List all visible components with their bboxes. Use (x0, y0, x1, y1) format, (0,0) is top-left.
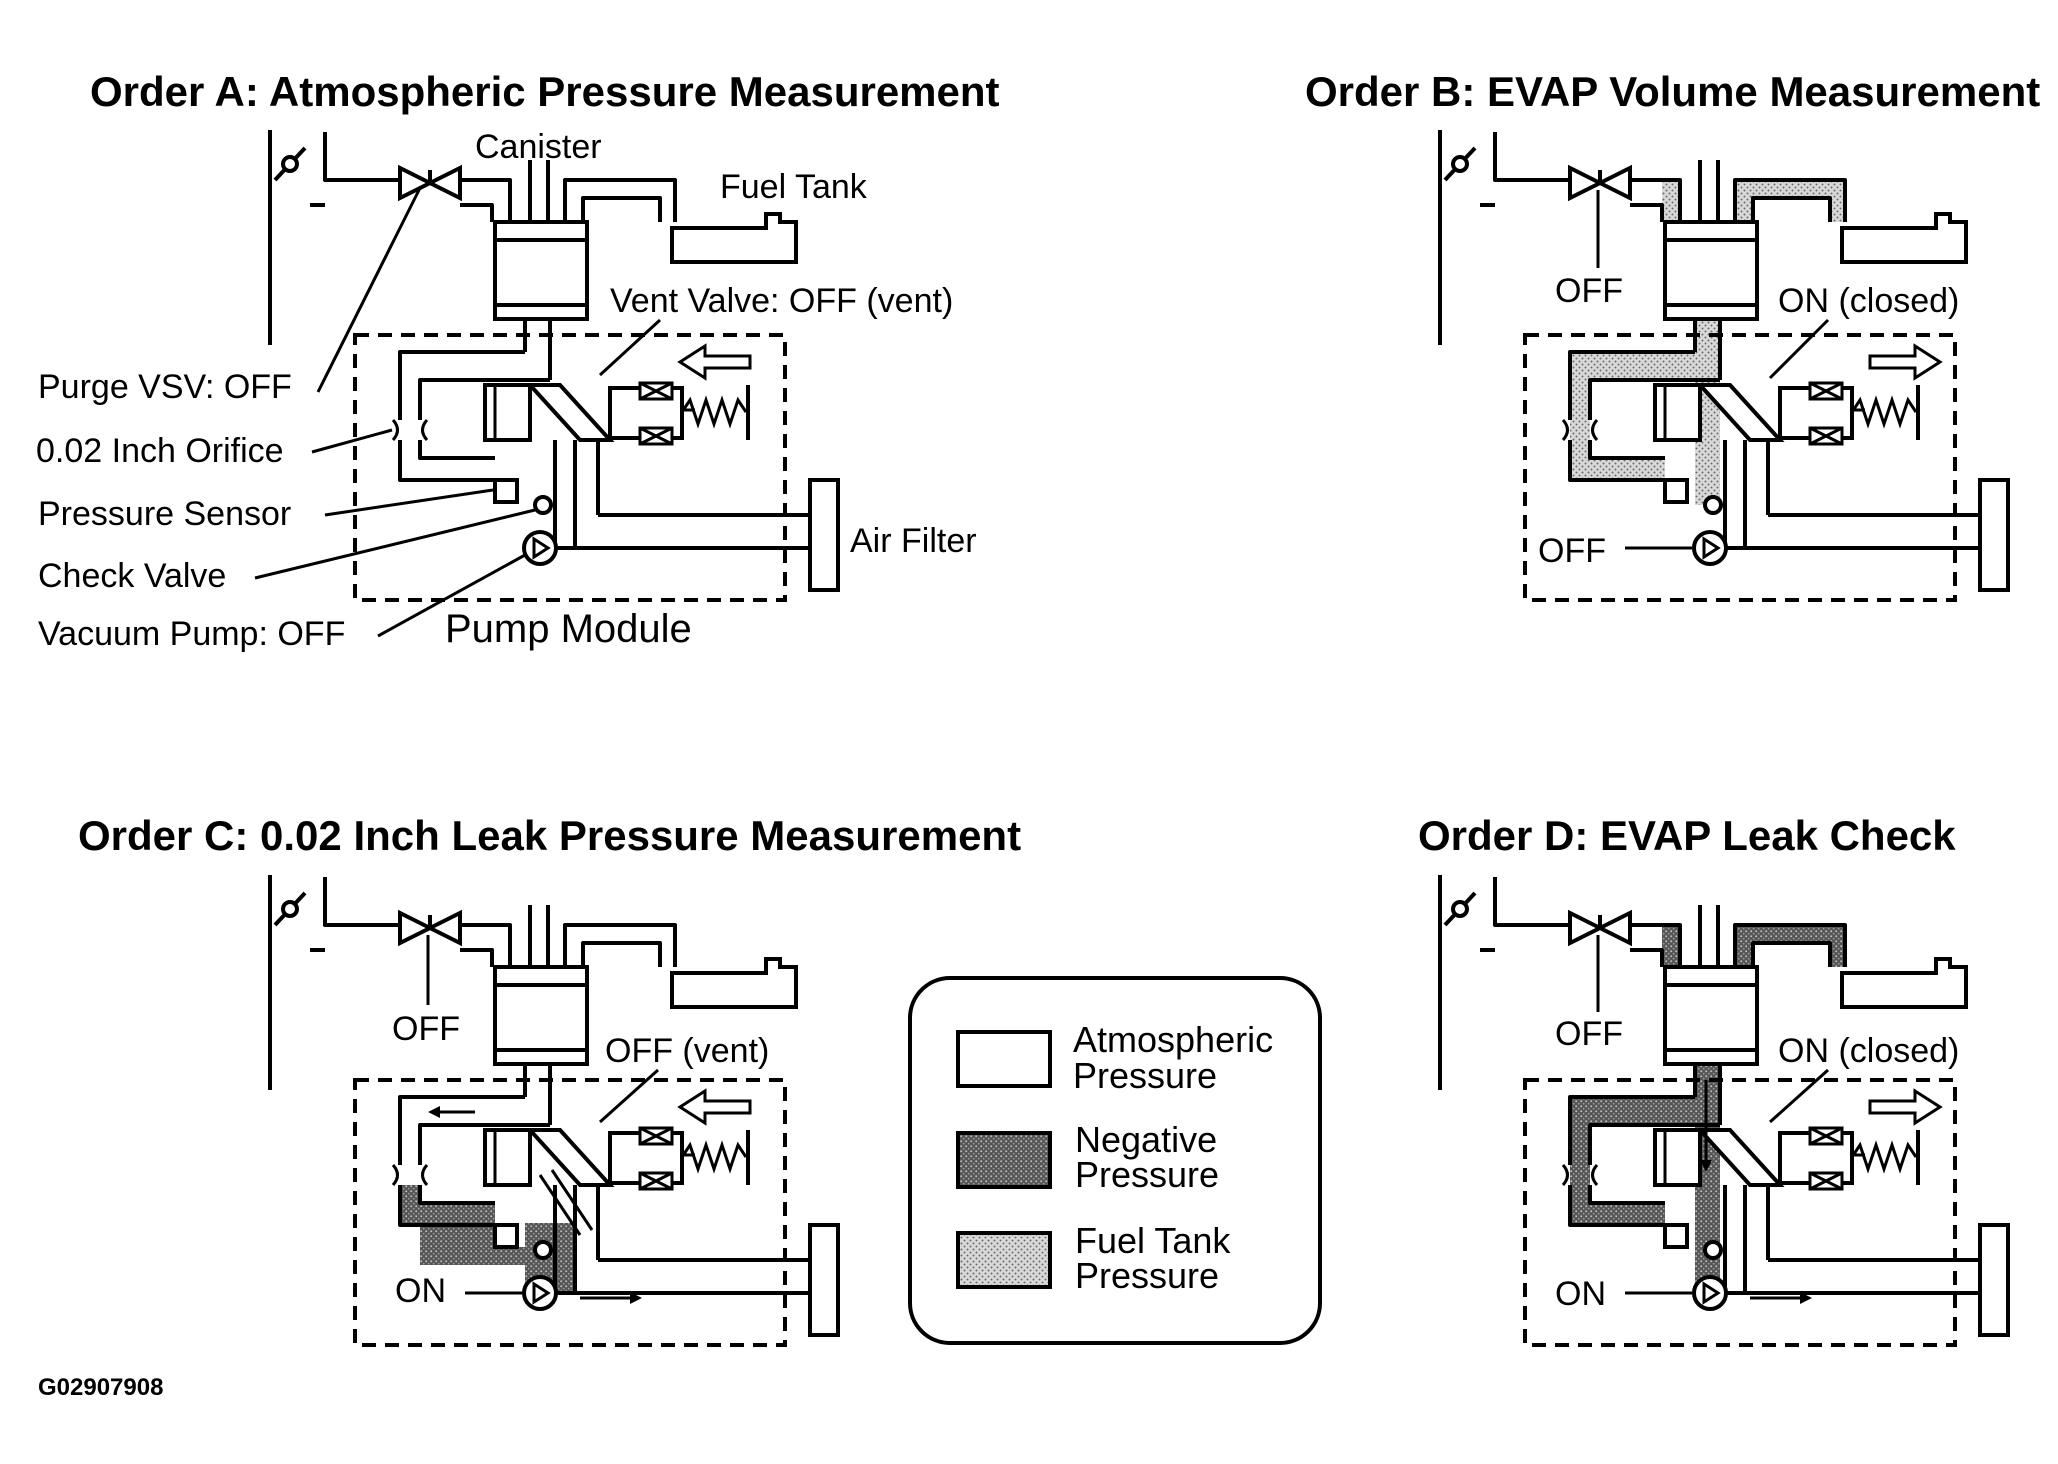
panel-b-purge-state: OFF (1555, 272, 1623, 310)
legend-fuel-tank-line1: Fuel Tank (1075, 1220, 1231, 1261)
legend-negative-line1: Negative (1075, 1119, 1217, 1160)
panel-c-title: Order C: 0.02 Inch Leak Pressure Measure… (78, 812, 1021, 859)
orifice-label: 0.02 Inch Orifice (36, 432, 284, 470)
panel-c-purge-state: OFF (392, 1010, 460, 1048)
legend-atmospheric-line1: Atmospheric (1073, 1019, 1273, 1060)
canister-label: Canister (475, 128, 602, 166)
panel-c-vent-state: OFF (vent) (605, 1032, 769, 1070)
atmospheric-swatch (956, 1030, 1052, 1088)
check-valve-label: Check Valve (38, 557, 226, 595)
panel-a-title: Order A: Atmospheric Pressure Measuremen… (90, 68, 1000, 115)
panel-d-title: Order D: EVAP Leak Check (1418, 812, 1956, 859)
purge-vsv-label: Purge VSV: OFF (38, 368, 292, 406)
legend-negative-line2: Pressure (1075, 1154, 1219, 1195)
panel-b-vent-state: ON (closed) (1778, 282, 1959, 320)
vacuum-pump-label: Vacuum Pump: OFF (38, 615, 345, 653)
diagram-code: G02907908 (38, 1374, 163, 1401)
fuel-tank-swatch (956, 1231, 1052, 1289)
flow-left-arrow-icon (677, 1088, 752, 1126)
panel-d-pump-state: ON (1555, 1275, 1606, 1313)
panel-c: Order C: 0.02 Inch Leak Pressure Measure… (78, 812, 1021, 1347)
air-filter-label: Air Filter (850, 522, 977, 560)
vent-valve-label: Vent Valve: OFF (vent) (610, 282, 953, 320)
panel-d: Order D: EVAP Leak Check OFF ON (closed)… (1418, 812, 2010, 1347)
panel-a: Order A: Atmospheric Pressure Measuremen… (36, 68, 1000, 653)
flow-left-arrow-icon (677, 343, 752, 381)
pressure-sensor-label: Pressure Sensor (38, 495, 291, 533)
legend: Atmospheric Pressure Negative Pressure F… (908, 976, 1322, 1345)
panel-b-pump-state: OFF (1538, 532, 1606, 570)
flow-right-arrow-icon (1868, 1088, 1943, 1126)
panel-d-vent-state: ON (closed) (1778, 1032, 1959, 1070)
panel-b-title: Order B: EVAP Volume Measurement (1305, 68, 2040, 115)
panel-c-schematic (268, 873, 840, 1347)
legend-atmospheric-line2: Pressure (1073, 1055, 1217, 1096)
flow-right-arrow-icon (1868, 343, 1943, 381)
panel-c-pump-state: ON (395, 1272, 446, 1310)
negative-swatch (956, 1131, 1052, 1189)
pump-module-label: Pump Module (445, 607, 692, 651)
panel-d-purge-state: OFF (1555, 1015, 1623, 1053)
legend-fuel-tank-line2: Pressure (1075, 1255, 1219, 1296)
panel-b: Order B: EVAP Volume Measurement OFF ON … (1305, 68, 2040, 602)
fuel-tank-label: Fuel Tank (720, 168, 868, 206)
